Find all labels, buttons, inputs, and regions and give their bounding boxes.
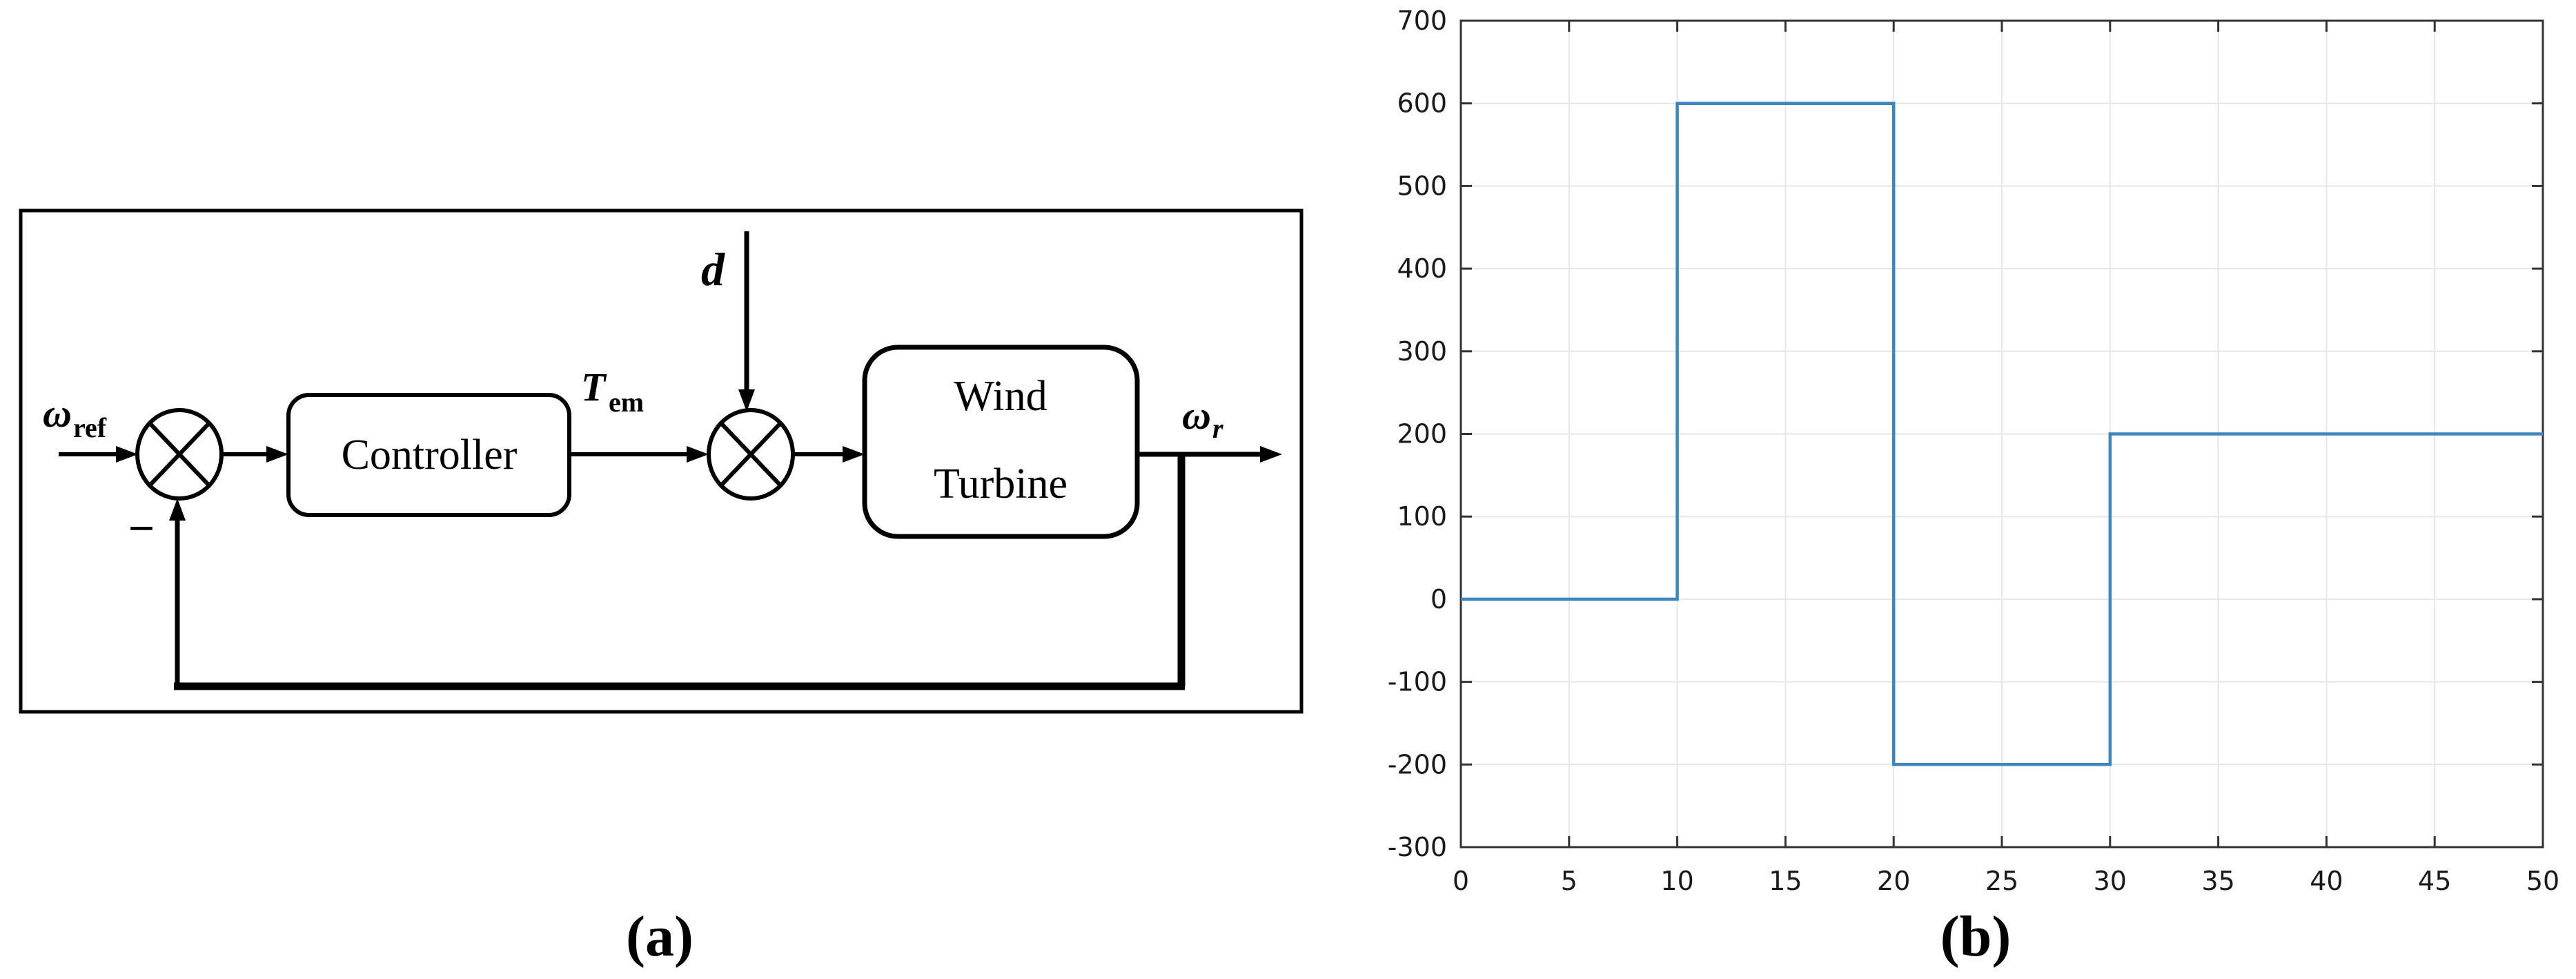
wind-turbine-block: [862, 345, 1140, 539]
y-tick-label: 600: [1397, 88, 1447, 119]
x-tick-label: 0: [1453, 866, 1469, 896]
omega-r-subscript: r: [1212, 413, 1223, 444]
controller-label: Controller: [342, 432, 518, 478]
y-tick-label: -100: [1388, 667, 1447, 697]
wind-turbine-label-line2: Turbine: [934, 461, 1068, 507]
reference-arrowhead-icon: [116, 446, 138, 463]
y-tick-label: 500: [1397, 171, 1447, 201]
summing-junction-1-cross: [148, 421, 211, 487]
y-tick-label: 0: [1430, 584, 1447, 614]
y-tick-label: 100: [1397, 501, 1447, 532]
control-block-diagram: Controller T em d Wind Turbine ω r ω ref: [19, 209, 1304, 714]
t-em-subscript: em: [609, 387, 644, 418]
plant-arrowhead-icon: [843, 446, 865, 463]
feedback-arrowhead-icon: [169, 498, 186, 521]
y-tick-label: 300: [1397, 336, 1447, 367]
diagram-outer-frame: [19, 209, 1304, 714]
summing-junction-2-cross: [719, 421, 783, 487]
y-tick-label: -200: [1388, 749, 1447, 779]
error-arrowhead-icon: [266, 446, 288, 463]
output-arrowhead-icon: [1260, 446, 1282, 463]
disturbance-label: d: [701, 243, 725, 295]
y-tick-label: 400: [1397, 253, 1447, 284]
t-em-label: T: [581, 365, 607, 409]
x-tick-label: 5: [1561, 866, 1577, 896]
y-tick-label: -300: [1388, 832, 1447, 862]
torque-arrowhead-icon: [687, 446, 709, 463]
minus-sign-label: −: [128, 502, 155, 554]
x-tick-label: 45: [2418, 866, 2451, 896]
caption-b: (b): [1940, 904, 2012, 969]
x-tick-label: 15: [1769, 866, 1802, 896]
wind-turbine-label-line1: Wind: [954, 373, 1047, 420]
x-tick-label: 30: [2094, 866, 2127, 896]
x-tick-label: 35: [2201, 866, 2234, 896]
x-tick-label: 20: [1877, 866, 1910, 896]
x-tick-label: 40: [2310, 866, 2343, 896]
disturbance-arrowhead-icon: [738, 389, 755, 411]
caption-a: (a): [626, 904, 694, 969]
omega-ref-label: ω: [43, 391, 72, 436]
omega-ref-subscript: ref: [73, 412, 107, 443]
x-tick-label: 10: [1660, 866, 1693, 896]
x-tick-label: 50: [2526, 866, 2559, 896]
step-signal-line: [1461, 101, 2543, 766]
y-tick-label: 200: [1397, 419, 1447, 449]
omega-r-label: ω: [1182, 393, 1211, 438]
x-tick-label: 25: [1985, 866, 2018, 896]
y-tick-label: 700: [1397, 6, 1447, 36]
